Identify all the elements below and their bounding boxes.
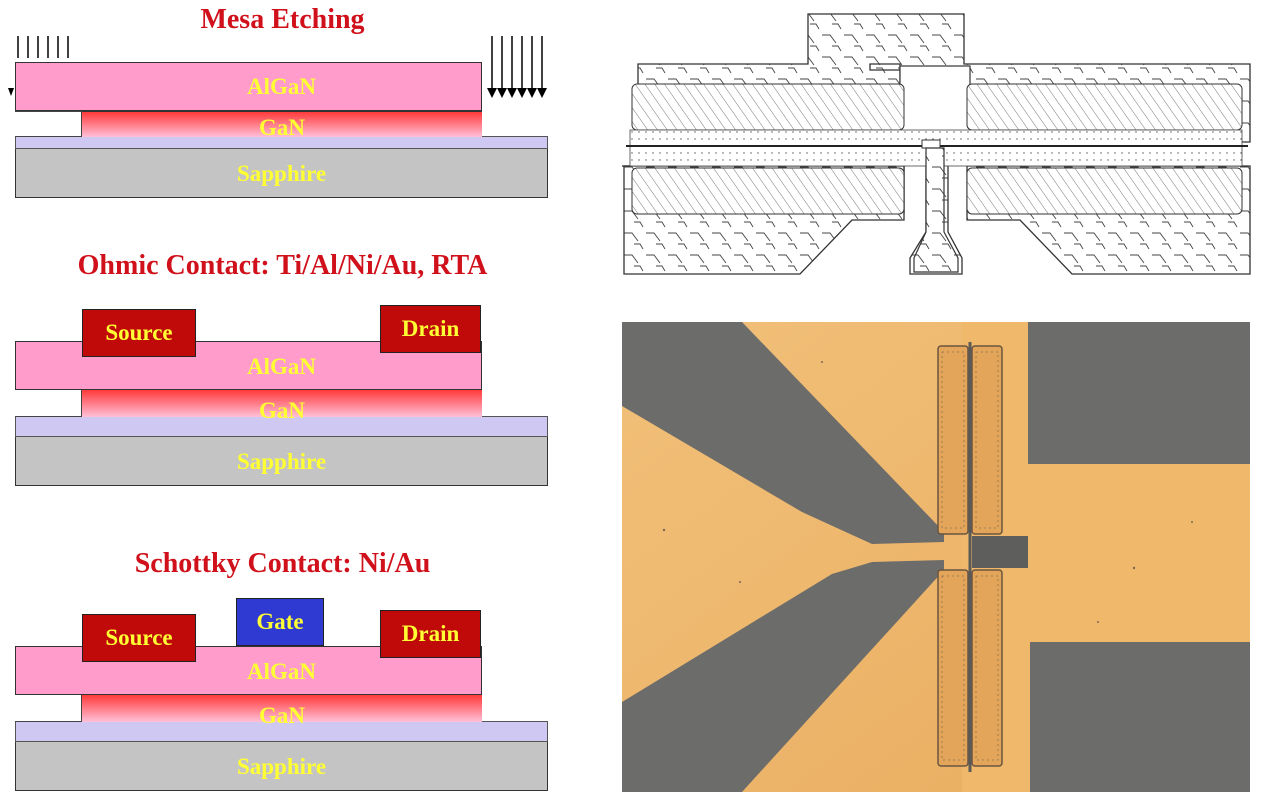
gan-layer: [15, 111, 482, 137]
etch-arrows-icon: [487, 36, 547, 98]
sapphire-label: Sapphire: [236, 449, 327, 474]
drain-contact: Drain: [380, 610, 481, 658]
sapphire-label: Sapphire: [236, 161, 327, 186]
layout-mask-drawing: [622, 13, 1251, 275]
sapphire-label: Sapphire: [236, 754, 327, 779]
gan-layer: [15, 389, 482, 417]
gan-label: GaN: [259, 398, 305, 423]
gan-label: GaN: [259, 703, 305, 728]
drain-contact: Drain: [380, 305, 481, 353]
etched-notch: [15, 694, 82, 722]
gate-contact: Gate: [236, 598, 324, 646]
device-micrograph: [622, 322, 1250, 792]
mesa-etching-title: Mesa Etching: [200, 4, 365, 35]
etched-notch: [15, 389, 82, 417]
ohmic-contact-title: Ohmic Contact: Ti/Al/Ni/Au, RTA: [77, 250, 488, 281]
algan-label: AlGaN: [247, 659, 316, 684]
etch-arrows-icon: [8, 36, 69, 96]
sapphire-layer: [15, 741, 548, 791]
algan-label: AlGaN: [247, 74, 316, 99]
source-contact: Source: [82, 309, 196, 357]
algan-label: AlGaN: [247, 354, 316, 379]
gan-label: GaN: [259, 115, 305, 140]
gan-layer: [15, 694, 482, 722]
source-contact: Source: [82, 614, 196, 662]
schottky-contact-title: Schottky Contact: Ni/Au: [134, 548, 431, 579]
algan-layer: [15, 62, 482, 111]
etched-notch: [15, 111, 82, 137]
